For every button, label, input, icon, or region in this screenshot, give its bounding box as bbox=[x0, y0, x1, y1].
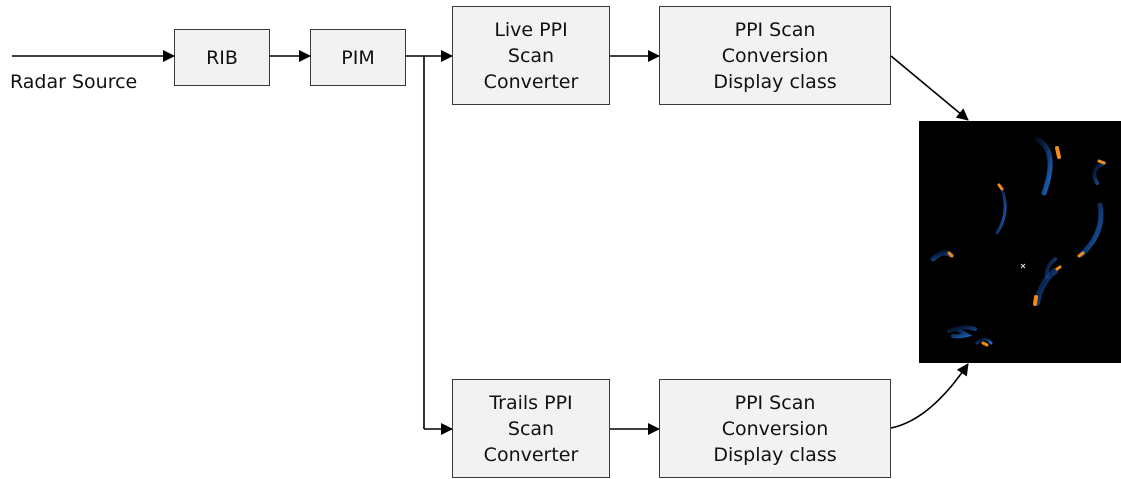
radar-center-marker bbox=[1020, 263, 1026, 269]
radar-ppi-display-image bbox=[919, 121, 1121, 363]
radar-trail bbox=[947, 325, 977, 339]
trails-ppi-scan-converter-block: Trails PPI Scan Converter bbox=[452, 379, 610, 478]
pim-block: PIM bbox=[310, 29, 406, 86]
radar-trail bbox=[1078, 202, 1104, 258]
radar-blip bbox=[1033, 295, 1038, 306]
radar-trail bbox=[1034, 268, 1058, 306]
radar-source-label: Radar Source bbox=[10, 71, 138, 93]
radar-blip bbox=[1077, 251, 1085, 258]
rib-block: RIB bbox=[174, 29, 270, 86]
radar-trail bbox=[995, 185, 1007, 235]
arrow-trails-display-to-image bbox=[890, 363, 969, 429]
arrow-live-display-to-image bbox=[890, 55, 969, 121]
radar-blip bbox=[1055, 146, 1061, 159]
radar-blip bbox=[947, 251, 954, 258]
live-ppi-scan-converter-block: Live PPI Scan Converter bbox=[452, 6, 610, 105]
radar-blip bbox=[1097, 159, 1106, 165]
live-ppi-display-class-block: PPI Scan Conversion Display class bbox=[659, 6, 891, 105]
radar-blip bbox=[997, 183, 1004, 191]
radar-trail bbox=[975, 337, 993, 345]
radar-trail bbox=[1092, 161, 1106, 185]
radar-trail bbox=[1034, 136, 1053, 196]
radar-blip bbox=[981, 341, 989, 347]
radar-blip bbox=[1055, 265, 1062, 271]
radar-trails-graphic bbox=[930, 136, 1106, 347]
trails-ppi-display-class-block: PPI Scan Conversion Display class bbox=[659, 379, 891, 478]
